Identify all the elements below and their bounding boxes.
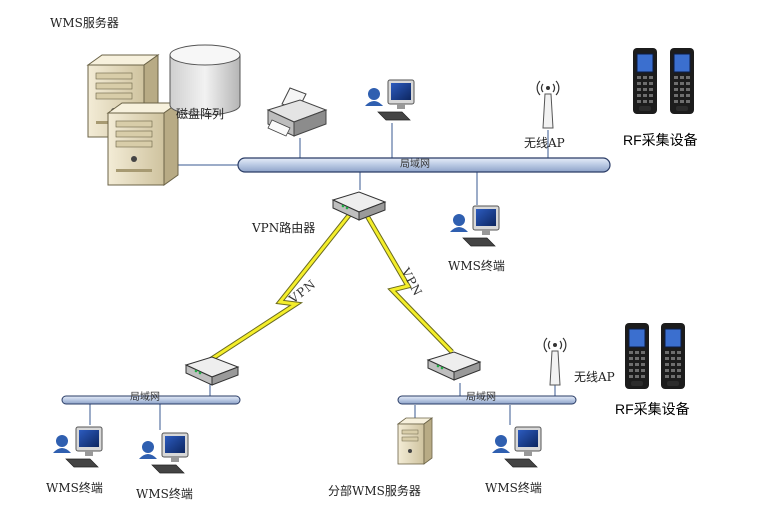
wms-terminal-br-label: WMS终端 — [485, 481, 542, 495]
lan-left-label: 局域网 — [130, 392, 160, 403]
disk-array-label: 磁盘阵列 — [176, 107, 225, 121]
lan-top-label: 局域网 — [400, 159, 430, 170]
lan-bus-left — [61, 395, 241, 405]
lan-right-label: 局域网 — [466, 392, 496, 403]
vpn-router-label: VPN路由器 — [252, 221, 316, 235]
router-icon — [427, 351, 481, 381]
rf-device-bottom-label: RF采集设备 — [615, 401, 690, 417]
branch-server-label: 分部WMS服务器 — [328, 484, 421, 498]
wireless-ap-bottom-label: 无线AP — [574, 370, 615, 384]
wms-server-label: WMS服务器 — [50, 16, 119, 30]
computer-icon — [138, 432, 189, 474]
vpn-link-right — [363, 212, 454, 354]
wms-server-icon — [87, 54, 179, 186]
lan-bus-right — [397, 395, 577, 405]
computer-icon — [364, 79, 415, 121]
wms-terminal-bl2-label: WMS终端 — [136, 487, 193, 501]
router-icon — [185, 356, 239, 386]
handheld-scanner-icon — [632, 47, 695, 115]
rf-device-top-label: RF采集设备 — [623, 132, 698, 148]
connection-lines — [89, 123, 556, 430]
disk-array-icon — [169, 44, 241, 116]
antenna-icon — [536, 80, 560, 129]
antenna-icon — [543, 337, 567, 386]
wms-terminal-mid-label: WMS终端 — [448, 259, 505, 273]
vpn-link-left — [208, 212, 352, 363]
router-icon — [332, 191, 386, 221]
handheld-scanner-icon — [624, 322, 686, 390]
wms-terminal-bl1-label: WMS终端 — [46, 481, 103, 495]
printer-icon — [266, 87, 328, 137]
lan-bus-top — [237, 157, 611, 173]
wireless-ap-top-label: 无线AP — [524, 136, 565, 150]
computer-icon — [449, 205, 500, 247]
server-icon — [396, 417, 434, 465]
computer-icon — [491, 426, 542, 468]
computer-icon — [52, 426, 103, 468]
